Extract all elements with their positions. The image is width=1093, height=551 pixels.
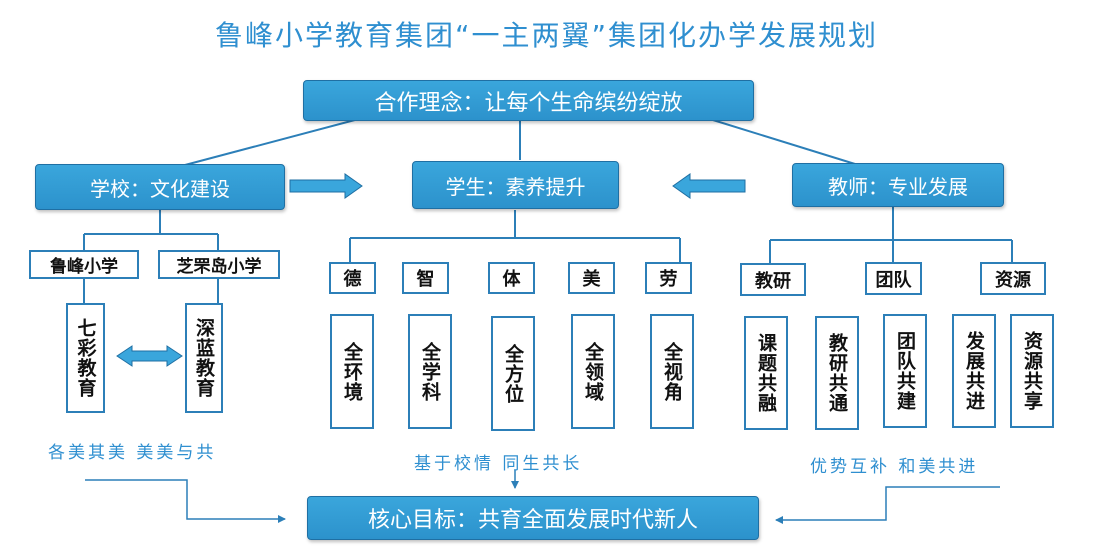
school-zhifudao: 芝罘岛小学 bbox=[158, 250, 280, 279]
item-quanfangwei: 全方位 bbox=[491, 316, 535, 431]
category-ziyuan: 资源 bbox=[980, 262, 1046, 295]
category-lao: 劳 bbox=[645, 262, 692, 294]
item-quanhuanjing: 全环境 bbox=[330, 314, 374, 429]
left-arrow-icon bbox=[672, 173, 746, 199]
double-arrow-icon bbox=[116, 345, 183, 367]
program-qicai: 七彩教育 bbox=[66, 303, 105, 413]
category-de: 德 bbox=[329, 262, 376, 294]
left-note: 各美其美 美美与共 bbox=[48, 443, 217, 463]
center-note: 基于校情 同生共长 bbox=[414, 454, 583, 474]
item-tuanduigongjian: 团队共建 bbox=[883, 314, 927, 428]
page-title: 鲁峰小学教育集团“一主两翼”集团化办学发展规划 bbox=[214, 19, 878, 52]
item-ziyuangongxiang: 资源共享 bbox=[1010, 314, 1054, 428]
category-ti: 体 bbox=[488, 262, 535, 294]
feeder-right-to-goal bbox=[775, 486, 1000, 524]
school-lufeng: 鲁峰小学 bbox=[29, 250, 139, 279]
item-jiaoyangongtong: 教研共通 bbox=[815, 316, 859, 430]
concept-box: 合作理念：让每个生命缤纷绽放 bbox=[303, 80, 754, 121]
program-shenlan: 深蓝教育 bbox=[185, 303, 223, 413]
goal-box: 核心目标：共育全面发展时代新人 bbox=[307, 496, 759, 540]
item-fazhangongjin: 发展共进 bbox=[952, 314, 996, 428]
item-ketigongrong: 课题共融 bbox=[744, 316, 788, 430]
school-branch-box: 学校：文化建设 bbox=[35, 164, 285, 210]
connector-concept-right bbox=[699, 115, 856, 165]
category-mei: 美 bbox=[568, 262, 615, 294]
category-zhi: 智 bbox=[402, 262, 449, 294]
right-note: 优势互补 和美共进 bbox=[810, 457, 979, 477]
item-quanlingyu: 全领域 bbox=[571, 314, 615, 429]
connector-concept-left bbox=[184, 115, 371, 166]
right-arrow-icon bbox=[289, 173, 363, 199]
feeder-left-to-goal bbox=[85, 479, 286, 523]
student-branch-box: 学生：素养提升 bbox=[412, 161, 619, 209]
category-tuandui: 团队 bbox=[865, 262, 922, 295]
item-quanshijiao: 全视角 bbox=[650, 314, 694, 429]
teacher-branch-box: 教师：专业发展 bbox=[792, 163, 1004, 207]
category-jiaoyan: 教研 bbox=[740, 263, 806, 296]
item-quanxueke: 全学科 bbox=[408, 314, 452, 429]
